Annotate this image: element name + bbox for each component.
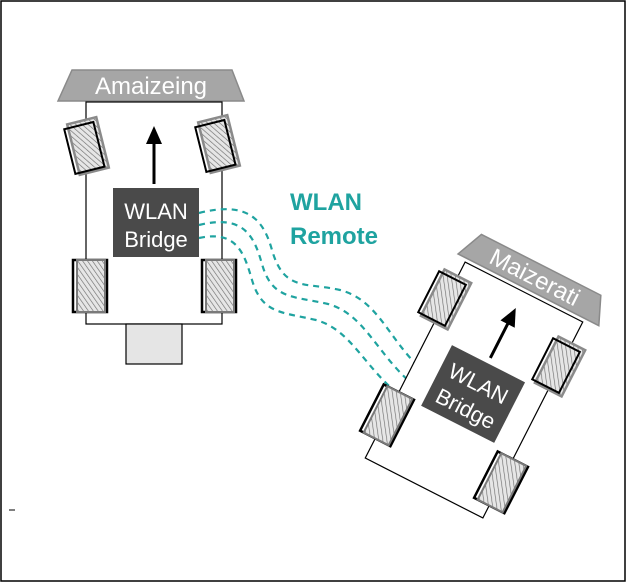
- arrow-up-icon: [146, 126, 162, 184]
- nameplate-amaizeing: [56, 69, 246, 102]
- link-wave-3: [198, 235, 404, 399]
- module-label-line1-left: WLAN: [124, 199, 188, 224]
- robot-name-amaizeing: Amaizeing: [95, 73, 207, 100]
- link-label-line2: Remote: [290, 223, 378, 250]
- robot-amaizeing: Amaizeing WLAN Bridge: [56, 69, 246, 365]
- nameplate-maizerati: [456, 233, 602, 327]
- wlan-bridge-module-right: [421, 345, 526, 443]
- arrow-up-icon: [489, 308, 516, 359]
- link-label-line1: WLAN: [290, 189, 362, 216]
- hatched-wheel-icon: [71, 258, 109, 314]
- hatched-wheel-icon: [200, 258, 238, 314]
- wlan-remote-link: [198, 208, 421, 399]
- module-label-line2-left: Bridge: [124, 227, 188, 252]
- rear-bumper-amaizeing: [125, 323, 183, 365]
- link-wave-1: [198, 208, 421, 369]
- link-wave-2: [198, 221, 412, 384]
- wlan-bridge-module-left: [113, 188, 199, 257]
